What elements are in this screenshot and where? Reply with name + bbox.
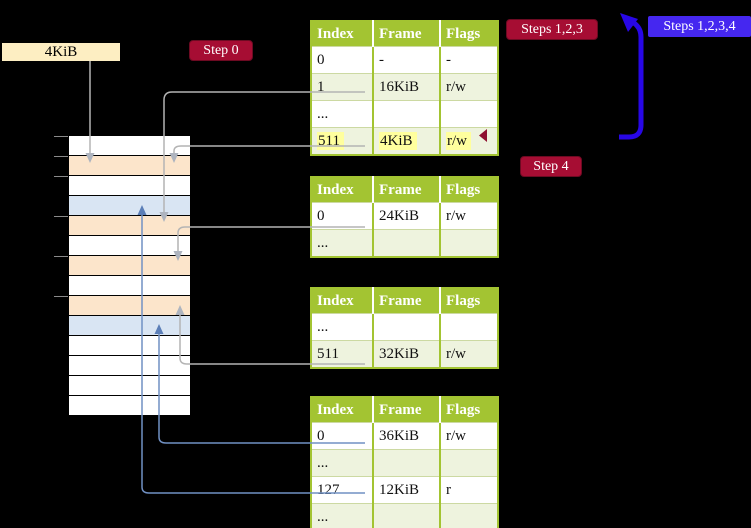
column-header-frame: Frame (373, 288, 441, 314)
table-cell: r/w (440, 422, 498, 450)
address-tick-1 (54, 156, 68, 157)
table-row: ... (311, 503, 498, 528)
memory-cell-6-peach (69, 256, 190, 275)
address-tick-4 (54, 256, 68, 257)
column-header-frame: Frame (373, 21, 441, 47)
loop-arrow-steps-1-2-3-4 (619, 20, 644, 140)
table-cell (440, 100, 498, 128)
table-cell (373, 503, 441, 528)
badge-steps-1-2-3: Steps 1,2,3 (506, 19, 598, 40)
loop-arrowhead (620, 13, 638, 32)
table-cell (373, 449, 441, 477)
column-header-frame: Frame (373, 177, 441, 203)
column-header-index: Index (311, 177, 374, 203)
table-cell: 0 (311, 422, 374, 450)
memory-cell-7-white (69, 276, 190, 295)
address-tick-5 (54, 296, 68, 297)
table-cell (373, 313, 441, 341)
table-cell: 511 (311, 340, 374, 368)
column-header-flags: Flags (440, 177, 498, 203)
table-cell: r/w (440, 127, 498, 155)
memory-cell-0-white (69, 136, 190, 155)
table-cell (440, 313, 498, 341)
column-header-index: Index (311, 21, 374, 47)
highlighted-value: 511 (317, 131, 344, 150)
table-row: ... (311, 229, 498, 257)
column-header-index: Index (311, 397, 374, 423)
table-cell (373, 229, 441, 257)
table-row: ... (311, 449, 498, 477)
badge-steps-1-2-3-4: Steps 1,2,3,4 (648, 16, 751, 37)
column-header-frame: Frame (373, 397, 441, 423)
column-header-flags: Flags (440, 397, 498, 423)
memory-cell-12-white (69, 376, 190, 395)
memory-cell-2-white (69, 176, 190, 195)
highlighted-value: r/w (446, 131, 471, 150)
address-tick-0 (54, 136, 68, 137)
table-cell: ... (311, 313, 374, 341)
table-cell: ... (311, 449, 374, 477)
address-tick-2 (54, 176, 68, 177)
table-cell: r/w (440, 340, 498, 368)
memory-cell-1-peach (69, 156, 190, 175)
table-cell: 4KiB (373, 127, 441, 155)
memory-cell-9-blue (69, 316, 190, 335)
table-cell: ... (311, 100, 374, 128)
table-row: ... (311, 100, 498, 128)
table-cell: r (440, 476, 498, 504)
table-cell: 1 (311, 73, 374, 101)
table-cell: r/w (440, 202, 498, 230)
highlighted-value: 4KiB (379, 131, 417, 150)
memory-cell-10-white (69, 336, 190, 355)
table-cell: 24KiB (373, 202, 441, 230)
table-cell: - (440, 46, 498, 74)
table-cell: 0 (311, 46, 374, 74)
memory-cell-5-white (69, 236, 190, 255)
memory-cell-3-blue (69, 196, 190, 215)
table-cell: 511 (311, 127, 374, 155)
table-cell: 16KiB (373, 73, 441, 101)
table-cell: 127 (311, 476, 374, 504)
memory-cell-13-white (69, 396, 190, 415)
table-cell (440, 449, 498, 477)
badge-step0: Step 0 (189, 40, 253, 61)
table-cell (373, 100, 441, 128)
badge-step4: Step 4 (520, 156, 582, 177)
page-size-label: 4KiB (2, 43, 120, 61)
memory-cell-4-peach (69, 216, 190, 235)
table-cell (440, 229, 498, 257)
table-cell: 0 (311, 202, 374, 230)
table-row: 0-- (311, 46, 498, 74)
address-tick-3 (54, 216, 68, 217)
column-header-flags: Flags (440, 288, 498, 314)
table-cell (440, 503, 498, 528)
table-cell: ... (311, 229, 374, 257)
memory-cell-11-white (69, 356, 190, 375)
table-cell: ... (311, 503, 374, 528)
table-row: 511 4KiB r/w (311, 127, 498, 155)
column-header-flags: Flags (440, 21, 498, 47)
table-cell: 36KiB (373, 422, 441, 450)
table-cell: r/w (440, 73, 498, 101)
table-cell: 12KiB (373, 476, 441, 504)
table-row: ... (311, 313, 498, 341)
table-cell: - (373, 46, 441, 74)
column-header-index: Index (311, 288, 374, 314)
memory-cell-8-peach (69, 296, 190, 315)
table-cell: 32KiB (373, 340, 441, 368)
